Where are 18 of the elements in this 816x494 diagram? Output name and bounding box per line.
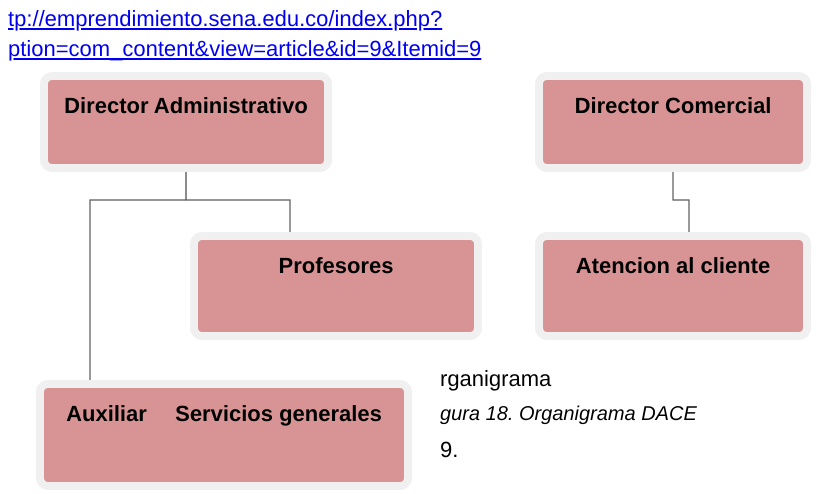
- box-title: Director Comercial: [574, 92, 772, 120]
- link-text: tp://emprendimiento.sena.edu.co/index.php?: [8, 5, 444, 33]
- caption-text: rganigrama: [440, 365, 552, 393]
- caption-text: 9.: [440, 436, 460, 464]
- connector-line: [672, 172, 690, 232]
- org-box: [36, 380, 412, 490]
- org-box: [535, 72, 811, 172]
- link-text: ption=com_content&view=article&id=9&Itemid=9: [8, 35, 482, 63]
- org-box: [40, 72, 332, 172]
- box-title: Servicios generales: [175, 400, 382, 428]
- box-title: Auxiliar: [66, 400, 147, 428]
- box-title: Atencion al cliente: [576, 252, 770, 280]
- connector-line: [89, 172, 187, 380]
- caption-text: gura 18. Organigrama DACE: [440, 402, 697, 427]
- box-title: Profesores: [278, 252, 394, 280]
- org-box: [535, 232, 811, 340]
- org-box: [190, 232, 482, 340]
- box-title: Director Administrativo: [64, 92, 308, 120]
